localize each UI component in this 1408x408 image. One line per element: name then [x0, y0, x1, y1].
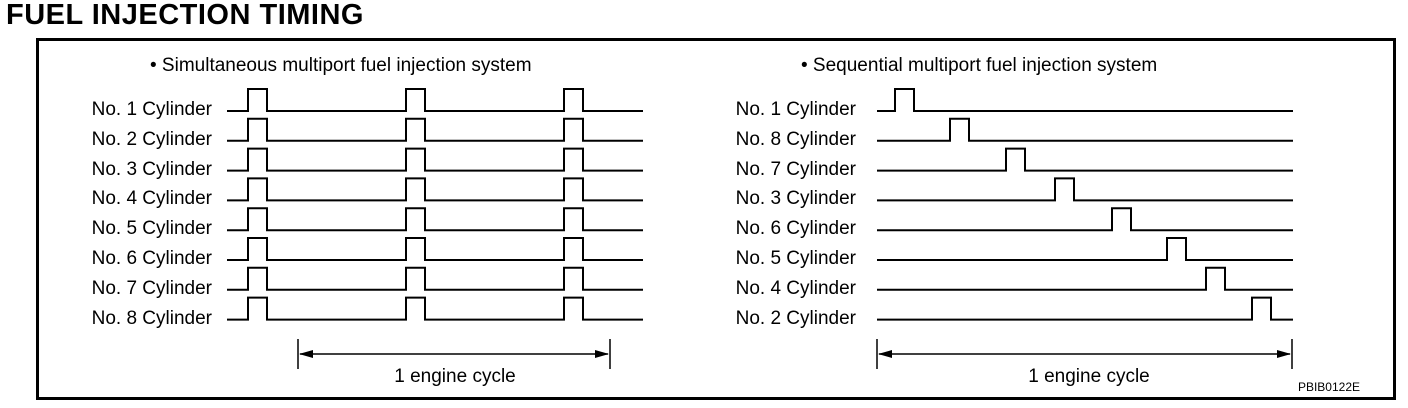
right-injection-waveform: [877, 296, 1293, 321]
right-cylinder-label: No. 1 Cylinder: [735, 99, 856, 120]
right-engine-cycle-arrow: [876, 339, 1293, 369]
right-cylinder-label: No. 8 Cylinder: [735, 128, 856, 150]
left-cylinder-label: No. 2 Cylinder: [91, 128, 212, 150]
left-cylinder-label: No. 8 Cylinder: [91, 307, 212, 329]
right-injection-waveform: [877, 207, 1293, 232]
left-cylinder-label: No. 1 Cylinder: [91, 99, 212, 120]
figure-id: PBIB0122E: [1297, 380, 1360, 394]
right-cylinder-label: No. 2 Cylinder: [735, 307, 856, 329]
left-injection-waveform: [227, 177, 643, 202]
right-injection-waveform: [877, 117, 1293, 142]
left-injection-waveform: [227, 117, 643, 142]
diagram-frame: [36, 38, 1396, 400]
left-injection-waveform: [227, 266, 643, 291]
left-panel-heading: • Simultaneous multiport fuel injection …: [150, 55, 532, 76]
left-cylinder-label: No. 7 Cylinder: [91, 277, 212, 299]
right-engine-cycle-label: 1 engine cycle: [1028, 366, 1150, 387]
left-injection-waveform: [227, 88, 643, 112]
right-injection-waveform: [877, 266, 1293, 291]
left-cylinder-label: No. 5 Cylinder: [91, 218, 212, 240]
left-cylinder-label: No. 6 Cylinder: [91, 248, 212, 269]
page-title: FUEL INJECTION TIMING: [6, 0, 364, 31]
left-cylinder-label: No. 4 Cylinder: [91, 188, 212, 210]
left-injection-waveform: [227, 296, 643, 321]
right-cylinder-label: No. 4 Cylinder: [735, 277, 856, 299]
left-engine-cycle-arrow: [297, 339, 611, 369]
right-injection-waveform: [877, 88, 1293, 112]
right-injection-waveform: [877, 177, 1293, 202]
left-engine-cycle-label: 1 engine cycle: [394, 366, 516, 387]
left-injection-waveform: [227, 207, 643, 232]
left-injection-waveform: [227, 237, 643, 261]
right-cylinder-label: No. 5 Cylinder: [735, 248, 856, 269]
right-injection-waveform: [877, 237, 1293, 261]
right-cylinder-label: No. 6 Cylinder: [735, 218, 856, 240]
right-panel-heading: • Sequential multiport fuel injection sy…: [801, 55, 1158, 76]
left-injection-waveform: [227, 147, 643, 172]
right-cylinder-label: No. 7 Cylinder: [735, 158, 856, 180]
right-injection-waveform: [877, 147, 1293, 172]
left-cylinder-label: No. 3 Cylinder: [91, 158, 212, 180]
right-cylinder-label: No. 3 Cylinder: [735, 188, 856, 210]
